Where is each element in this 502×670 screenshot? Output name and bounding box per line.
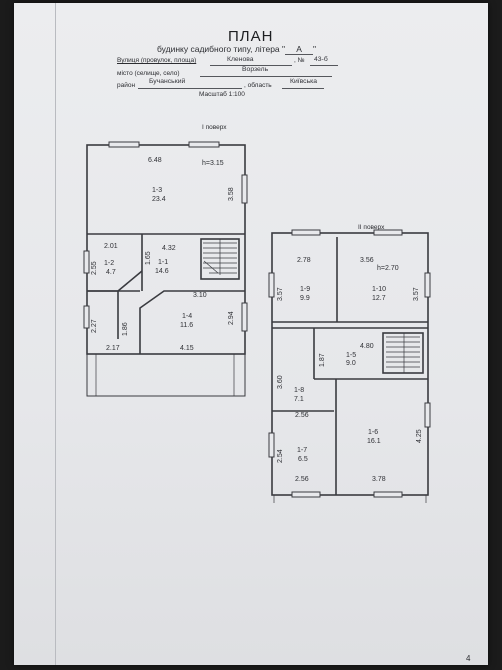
- street-underline: [210, 65, 292, 66]
- number-value: 43-б: [314, 56, 328, 63]
- dim-2-54: 2.54: [277, 449, 284, 463]
- document-sheet: ПЛАН будинку садибного типу, літера "А" …: [14, 3, 488, 665]
- floor-plans-drawing: [83, 141, 431, 503]
- dim-2-27: 2.27: [91, 319, 98, 333]
- dim-4-15: 4.15: [180, 345, 194, 352]
- city-value: Ворзель: [242, 66, 269, 73]
- street-label: Вулиця (провулок, площа): [117, 57, 197, 64]
- street-value: Кленова: [227, 56, 254, 63]
- room-1-4-code: 1-4: [182, 313, 193, 320]
- page-number: 4: [466, 654, 471, 663]
- dim-1-87: 1.87: [319, 353, 326, 367]
- dim-6-48: 6.48: [148, 157, 162, 164]
- dim-2-17: 2.17: [106, 345, 120, 352]
- room-1-9-area: 9.9: [300, 295, 310, 302]
- dim-4-25: 4.25: [416, 429, 423, 443]
- dim-3-56: 3.56: [360, 257, 374, 264]
- litera-value: А: [285, 45, 314, 55]
- region-label: , область: [244, 82, 272, 89]
- dim-3-78: 3.78: [372, 476, 386, 483]
- district-value: Бучанський: [149, 78, 186, 85]
- number-label: , №: [294, 57, 305, 64]
- dim-3-58: 3.58: [228, 187, 235, 201]
- room-1-2-code: 1-2: [104, 260, 115, 267]
- dim-2-78: 2.78: [297, 257, 311, 264]
- scale-label: Масштаб 1:100: [199, 91, 245, 98]
- room-1-3-code: 1-3: [152, 187, 163, 194]
- floor-2-height: h=2.70: [377, 265, 399, 272]
- room-1-7-code: 1-7: [297, 447, 308, 454]
- dim-2-56-upper: 2.56: [295, 412, 309, 419]
- room-1-6-code: 1-6: [368, 429, 379, 436]
- dim-1-65: 1.65: [145, 251, 152, 265]
- room-1-1-area: 14.6: [155, 268, 169, 275]
- dim-2-01: 2.01: [104, 243, 118, 250]
- room-1-10-area: 12.7: [372, 295, 386, 302]
- region-underline: [282, 88, 324, 89]
- dim-3-57-right: 3.57: [413, 287, 420, 301]
- district-underline: [138, 88, 242, 89]
- room-1-8-code: 1-8: [294, 387, 305, 394]
- dim-3-10: 3.10: [193, 292, 207, 299]
- room-1-6-area: 16.1: [367, 438, 381, 445]
- city-label: місто (селище, село): [117, 70, 180, 77]
- room-1-10-code: 1-10: [372, 286, 387, 293]
- dim-3-60: 3.60: [277, 375, 284, 389]
- room-1-3-area: 23.4: [152, 196, 166, 203]
- dim-4-80: 4.80: [360, 343, 374, 350]
- room-1-2-area: 4.7: [106, 269, 116, 276]
- dim-2-56-lower: 2.56: [295, 476, 309, 483]
- room-1-8-area: 7.1: [294, 396, 304, 403]
- dim-1-86: 1.86: [122, 322, 129, 336]
- room-1-7-area: 6.5: [298, 456, 308, 463]
- dim-2-55: 2.55: [91, 261, 98, 275]
- dim-3-57-left: 3.57: [277, 287, 284, 301]
- floor-2-label: II поверх: [358, 224, 385, 231]
- room-1-5-code: 1-5: [346, 352, 357, 359]
- district-label: район: [117, 82, 136, 89]
- room-1-4-area: 11.6: [180, 322, 194, 329]
- room-1-1-code: 1-1: [158, 259, 169, 266]
- city-underline: [200, 76, 332, 77]
- dim-4-32: 4.32: [162, 245, 176, 252]
- floor-1-height: h=3.15: [202, 160, 224, 167]
- number-underline: [310, 65, 338, 66]
- floor-2-outline: [271, 232, 429, 496]
- floor-1-label: I поверх: [202, 124, 227, 131]
- room-1-9-code: 1-9: [300, 286, 311, 293]
- room-1-5-area: 9.0: [346, 360, 356, 367]
- dim-2-94: 2.94: [228, 311, 235, 325]
- margin-rule: [55, 3, 56, 665]
- document-subtitle: будинку садибного типу, літера "А": [157, 44, 317, 55]
- region-value: Київська: [290, 78, 318, 85]
- page-title: ПЛАН: [228, 28, 274, 45]
